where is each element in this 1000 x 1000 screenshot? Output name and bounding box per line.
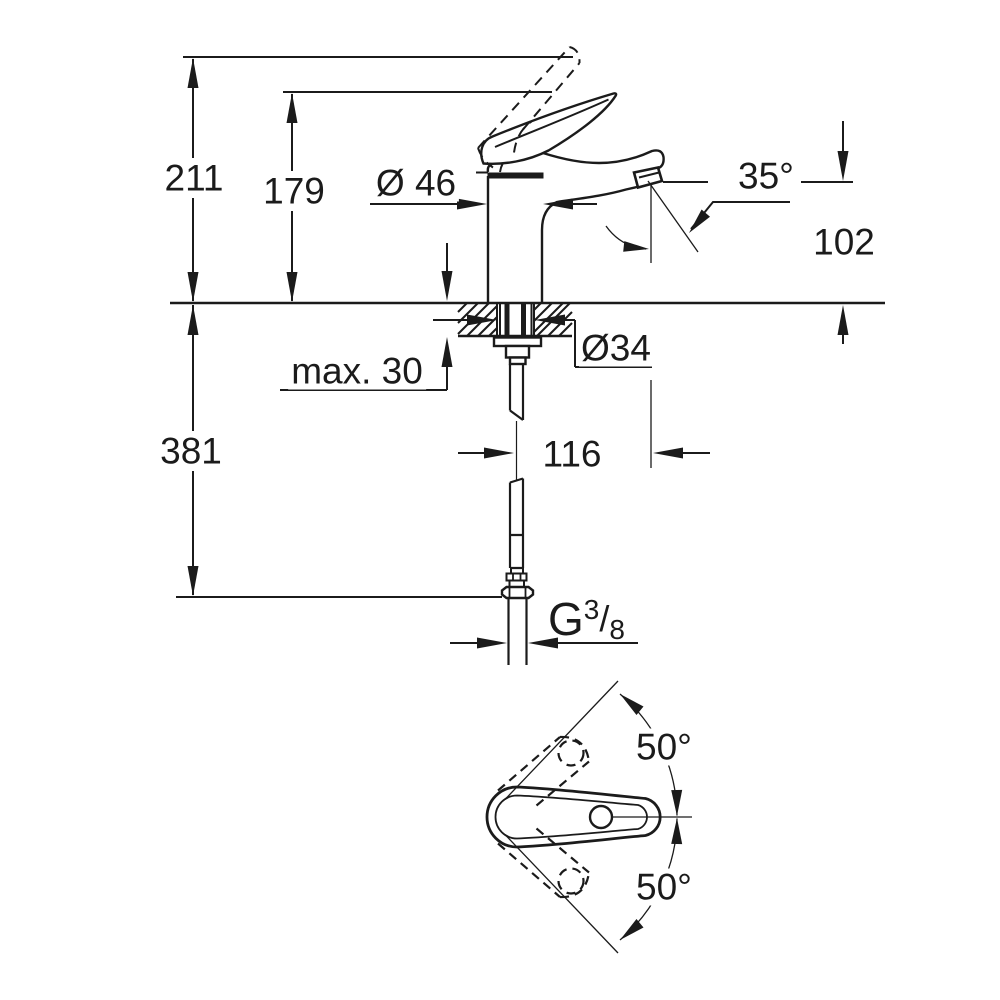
faucet-body <box>476 92 665 303</box>
dim-hose-length: 381 <box>157 432 225 470</box>
dim-aerator-angle: 35° <box>735 157 797 195</box>
thread-denominator: 8 <box>609 614 625 645</box>
top-view <box>485 680 692 954</box>
hose-end-fitting <box>505 568 528 588</box>
dim-swivel-lower: 50° <box>633 868 695 906</box>
lever-handle <box>480 92 618 165</box>
dim-swivel-upper: 50° <box>633 728 695 766</box>
handle-screw-hole <box>588 804 614 830</box>
supply-hose <box>500 364 535 665</box>
mounting-deck-section <box>170 301 885 366</box>
dim-max-deck-thickness: max. 30 <box>288 352 426 390</box>
aerator <box>632 165 664 190</box>
dim-height-to-lever: 179 <box>260 172 328 210</box>
shank-step <box>508 356 527 366</box>
threaded-shank <box>499 304 533 336</box>
deck-hatching <box>457 302 573 337</box>
thread-slash: / <box>599 598 610 639</box>
side-view <box>170 46 885 665</box>
thread-size-label: G3/8 <box>548 593 625 645</box>
raised-lever-dashed <box>477 46 581 169</box>
swivel-annotations <box>504 680 683 954</box>
dimension-annotations <box>176 56 853 649</box>
cap-joint-band <box>487 172 544 179</box>
dim-overall-height: 211 <box>161 159 227 197</box>
mounting-washer <box>492 336 543 348</box>
thread-numerator: 3 <box>583 594 600 625</box>
thread-prefix: G <box>548 593 584 645</box>
connection-pipe <box>507 598 528 665</box>
dim-hole-diameter: Ø34 <box>579 327 653 369</box>
dim-spout-projection: 116 <box>539 435 605 473</box>
hose-hex-nut <box>500 585 535 600</box>
handle-top-view <box>485 735 692 899</box>
dim-outlet-height: 102 <box>810 223 878 261</box>
dim-body-diameter: Ø 46 <box>372 164 460 202</box>
mounting-nut <box>504 344 531 359</box>
